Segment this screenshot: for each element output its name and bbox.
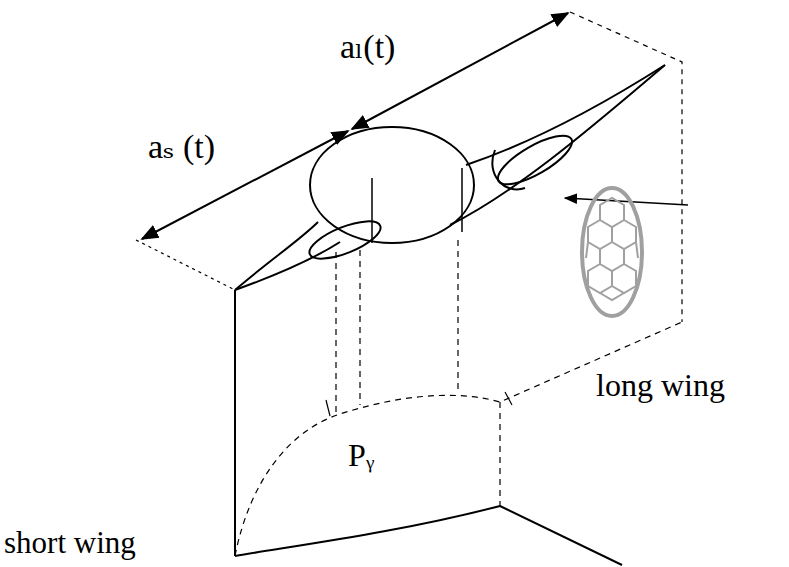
part-label: long wing — [596, 368, 725, 403]
wing-edge — [235, 222, 318, 290]
pointer-arrow — [565, 198, 688, 205]
dimension-label: aₗ(t) — [340, 28, 395, 65]
face-edge — [235, 506, 500, 556]
box-edge — [136, 240, 235, 290]
box-edge — [570, 12, 682, 322]
region-label: Pᵧ — [348, 438, 374, 473]
hidden-edge — [235, 322, 682, 556]
wing-edge — [235, 242, 340, 290]
wing-edge — [450, 65, 665, 225]
wing-edge — [466, 65, 665, 165]
dimension-label: aₛ (t) — [148, 128, 215, 165]
face-edge — [500, 506, 622, 565]
part-label: short wing — [4, 526, 136, 560]
crack-front — [310, 127, 474, 243]
face-edge — [234, 290, 236, 556]
honeycomb-inset — [582, 188, 642, 316]
wing-section — [492, 127, 579, 193]
wing-section — [305, 214, 385, 267]
crack-outline — [136, 12, 688, 565]
